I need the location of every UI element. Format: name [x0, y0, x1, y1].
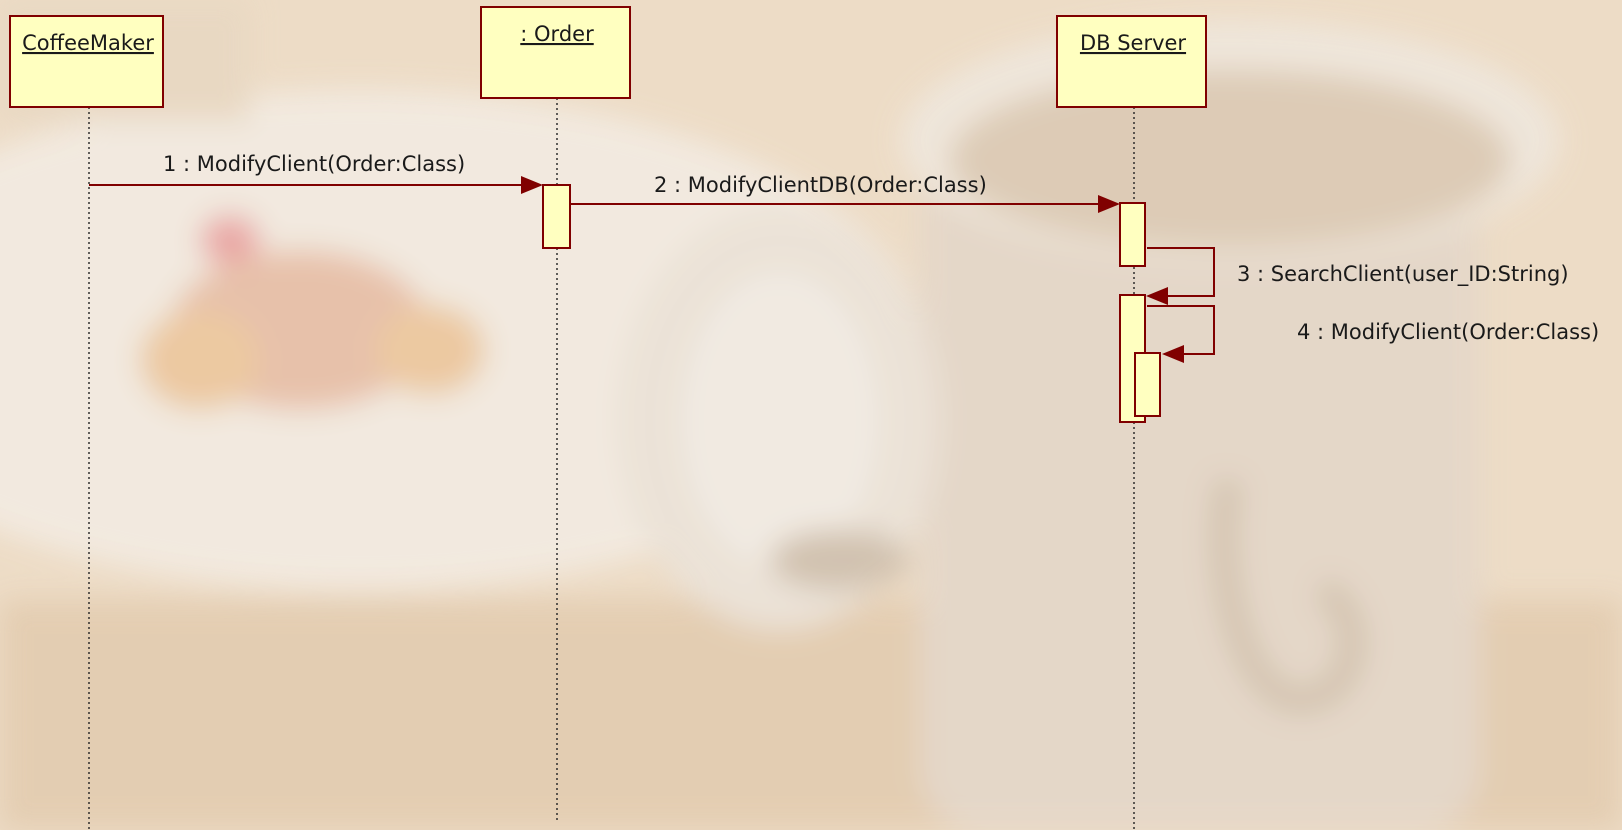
object-db-server[interactable]: DB Server [1056, 15, 1207, 108]
activation-db-1 [1119, 202, 1146, 267]
message-2[interactable]: 2 : ModifyClientDB(Order:Class) [570, 173, 1120, 213]
message-1-label: 1 : ModifyClient(Order:Class) [163, 152, 465, 176]
message-2-label: 2 : ModifyClientDB(Order:Class) [654, 173, 987, 197]
message-3[interactable]: 3 : SearchClient(user_ID:String) [1146, 247, 1569, 305]
message-4[interactable]: 4 : ModifyClient(Order:Class) [1147, 305, 1599, 363]
message-1[interactable]: 1 : ModifyClient(Order:Class) [89, 152, 543, 194]
activation-order [542, 184, 571, 249]
object-db-server-label: DB Server [1080, 31, 1186, 55]
object-coffeemaker[interactable]: CoffeeMaker [9, 15, 164, 108]
object-order-label: : Order [520, 22, 594, 46]
message-3-label: 3 : SearchClient(user_ID:String) [1237, 262, 1569, 287]
message-4-label: 4 : ModifyClient(Order:Class) [1297, 320, 1599, 344]
activation-db-3 [1134, 352, 1161, 417]
object-coffeemaker-label: CoffeeMaker [22, 31, 154, 55]
object-order[interactable]: : Order [480, 6, 631, 99]
